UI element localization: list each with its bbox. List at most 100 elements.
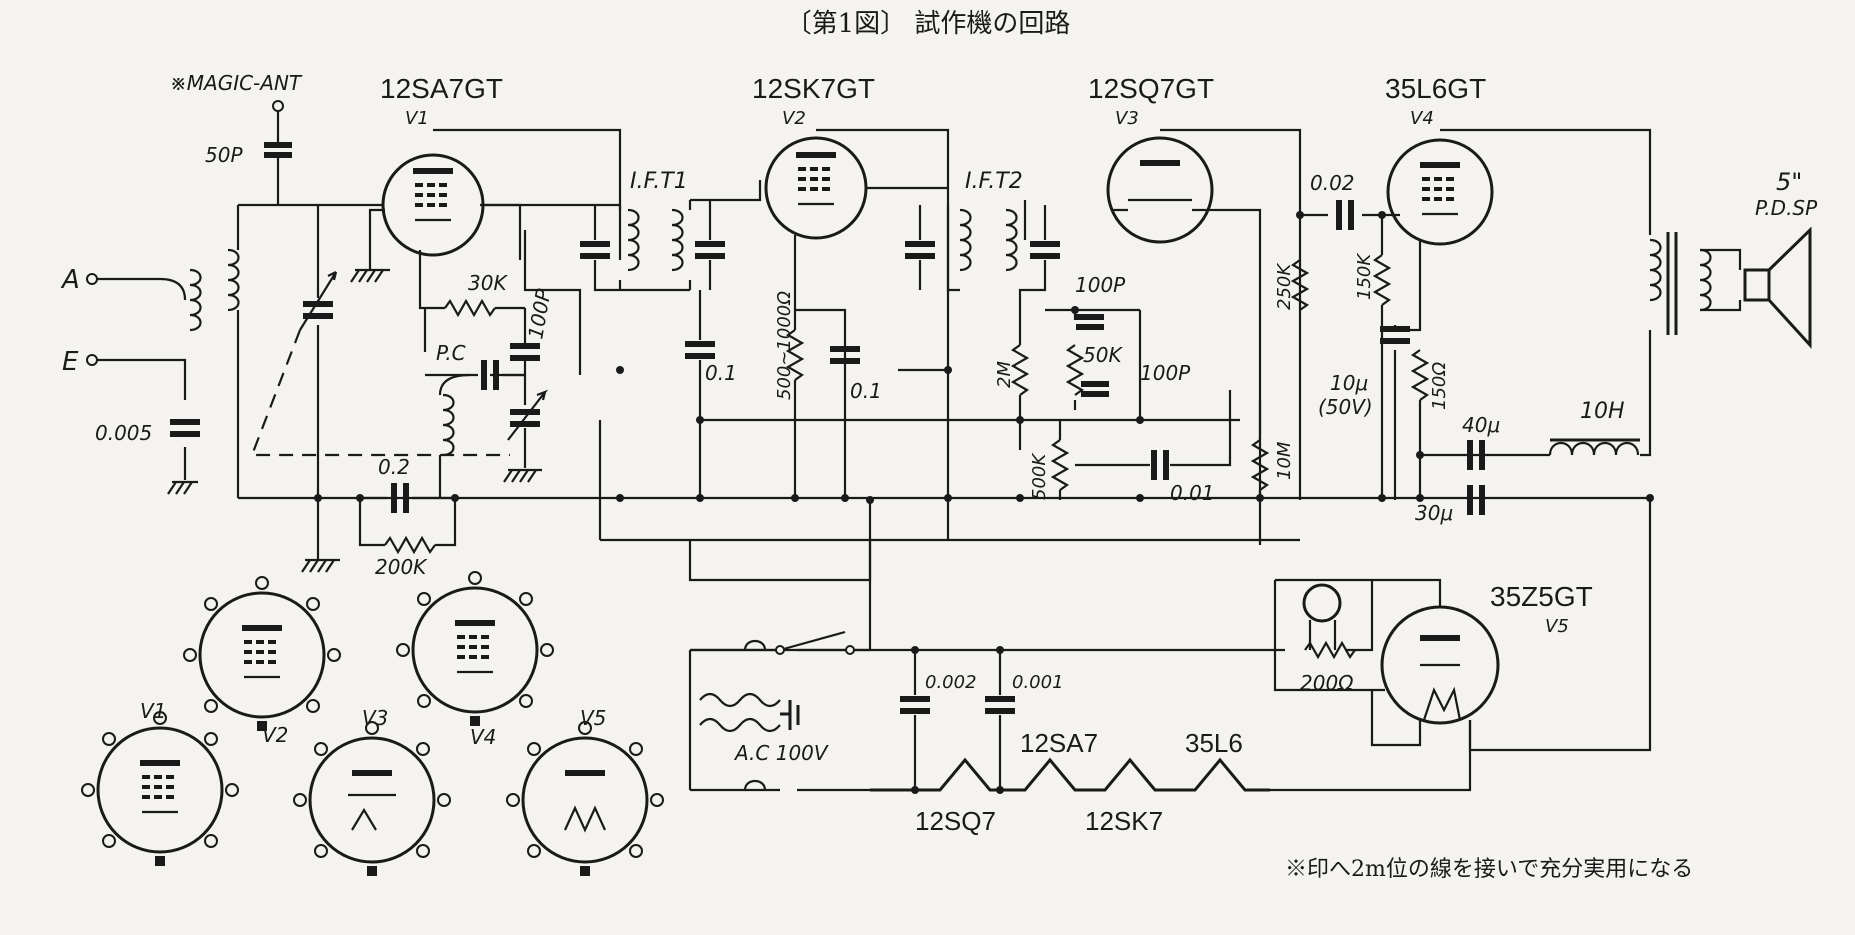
tube-base-diagrams: V1 V2 V3 V4 V5 bbox=[80, 570, 665, 878]
resistor-200ohm-label: 200Ω bbox=[1300, 671, 1354, 695]
output-transformer-primary bbox=[1648, 238, 1662, 302]
ift2-secondary bbox=[1004, 208, 1018, 272]
base-diagram-v1 bbox=[80, 710, 240, 868]
capacitor-0.2-label: 0.2 bbox=[378, 455, 410, 479]
base-label-v4: V4 bbox=[470, 725, 496, 749]
capacitor-100p-osc-label: 100P bbox=[523, 286, 556, 341]
antenna-coil-secondary bbox=[226, 248, 240, 312]
speaker-size-label: 5" bbox=[1776, 168, 1802, 196]
ift2-label: I.F.T2 bbox=[965, 169, 1023, 194]
resistor-150ohm bbox=[1411, 348, 1429, 402]
base-diagram-v2 bbox=[182, 575, 342, 733]
base-label-v2: V2 bbox=[262, 723, 288, 747]
capacitor-0.001-label: 0.001 bbox=[1012, 672, 1064, 693]
speaker-type-label: P.D.SP bbox=[1755, 196, 1818, 220]
tube-v4-ref: V4 bbox=[1410, 108, 1434, 129]
speaker-magnet bbox=[1743, 268, 1771, 302]
volume-control-label: 500K bbox=[1029, 453, 1050, 500]
capacitor-0.1-cathode-label: 0.1 bbox=[850, 379, 882, 403]
resistor-200k-label: 200K bbox=[375, 555, 428, 579]
tube-v2-type: 12SK7GT bbox=[752, 73, 875, 104]
capacitor-0.002 bbox=[900, 696, 930, 714]
tube-v2-12sk7gt: 12SK7GT V2 500~1000Ω 0.1 0.1 bbox=[685, 73, 1240, 498]
resistor-150ohm-label: 150Ω bbox=[1429, 362, 1450, 410]
output-transformer-secondary bbox=[1698, 248, 1712, 312]
resistor-10m-label: 10M bbox=[1274, 441, 1295, 480]
input-e-terminal bbox=[86, 354, 98, 366]
output-section: 5" P.D.SP bbox=[1648, 168, 1818, 349]
capacitor-100p-det-b bbox=[1081, 381, 1109, 397]
capacitor-0.01-label: 0.01 bbox=[1170, 481, 1215, 505]
capacitor-30u bbox=[1467, 485, 1485, 515]
ift2-trimmer-primary bbox=[905, 241, 935, 259]
resistor-cathode-label: 500~1000Ω bbox=[774, 291, 795, 400]
volume-control-500k bbox=[1051, 438, 1069, 492]
base-label-v1: V1 bbox=[140, 699, 166, 723]
ift2-trimmer-secondary bbox=[1030, 241, 1060, 259]
input-a-label: A bbox=[60, 265, 80, 295]
resistor-250k-label: 250K bbox=[1274, 263, 1295, 310]
ift2-primary bbox=[958, 208, 972, 272]
capacitor-0005-label: 0.005 bbox=[95, 421, 152, 445]
capacitor-0.01 bbox=[1151, 450, 1169, 480]
oscillator-coil bbox=[441, 393, 455, 457]
resistor-150k-label: 150K bbox=[1354, 253, 1375, 300]
tube-v1-ref: V1 bbox=[405, 108, 429, 129]
ift2-transformer: I.F.T2 bbox=[898, 169, 1060, 540]
ift1-primary bbox=[626, 208, 640, 272]
heater-label-12sq7: 12SQ7 bbox=[915, 806, 996, 836]
ift1-transformer: I.F.T1 bbox=[580, 169, 762, 292]
capacitor-100p-det-a bbox=[1076, 314, 1104, 330]
power-switch bbox=[779, 630, 846, 652]
capacitor-10u-label: 10μ bbox=[1330, 371, 1368, 395]
capacitor-100p-det-b-label: 100P bbox=[1140, 361, 1191, 385]
footnote: ※印へ2m位の線を接いで充分実用になる bbox=[1285, 857, 1693, 882]
heater-label-35l6: 35L6 bbox=[1185, 728, 1243, 758]
capacitor-100p-osc bbox=[510, 343, 540, 361]
capacitor-0.1-avc-label: 0.1 bbox=[705, 361, 737, 385]
capacitor-0.002-label: 0.002 bbox=[925, 672, 977, 693]
base-label-v5: V5 bbox=[580, 706, 606, 730]
base-diagram-v3 bbox=[292, 720, 452, 878]
heater-string bbox=[870, 757, 1270, 792]
diagram-title: 〔第1図〕 試作機の回路 bbox=[786, 9, 1071, 39]
padder-label: P.C bbox=[436, 341, 466, 365]
choke-label: 10H bbox=[1580, 399, 1625, 424]
speaker-cone bbox=[1767, 226, 1812, 349]
tube-v1-12sa7gt: 12SA7GT V1 30K 100P P.C 0.2 200K bbox=[350, 73, 622, 579]
capacitor-10u-voltage: (50V) bbox=[1318, 395, 1373, 419]
tube-v3-12sq7gt: 12SQ7GT V3 2M 100P 50K 100P 500K 0.01 10… bbox=[994, 73, 1302, 545]
input-e-label: E bbox=[62, 347, 79, 377]
ift1-secondary bbox=[670, 208, 684, 272]
capacitor-30u-label: 30μ bbox=[1415, 501, 1453, 525]
capacitor-0005 bbox=[170, 419, 200, 437]
resistor-50k bbox=[1066, 343, 1084, 397]
antenna-terminal bbox=[272, 100, 284, 112]
resistor-50k-label: 50K bbox=[1083, 343, 1123, 367]
antenna-label: ※MAGIC-ANT bbox=[170, 71, 303, 95]
capacitor-50p-label: 50P bbox=[205, 143, 243, 167]
resistor-30k bbox=[443, 299, 497, 317]
resistor-200k bbox=[383, 536, 437, 554]
ac-input-label: A.C 100V bbox=[733, 741, 829, 765]
capacitor-100p-det-a-label: 100P bbox=[1075, 273, 1126, 297]
tube-v4-type: 35L6GT bbox=[1385, 73, 1486, 104]
pilot-lamp bbox=[1302, 583, 1342, 623]
base-diagram-v5 bbox=[505, 720, 665, 878]
ift1-trimmer-primary bbox=[580, 241, 610, 259]
input-a-terminal bbox=[86, 273, 98, 285]
heater-label-12sk7: 12SK7 bbox=[1085, 806, 1163, 836]
tube-v1-type: 12SA7GT bbox=[380, 73, 503, 104]
capacitor-40u-label: 40μ bbox=[1462, 413, 1500, 437]
base-label-v3: V3 bbox=[362, 706, 388, 730]
antenna-coil-primary bbox=[188, 268, 202, 332]
tube-v3-ref: V3 bbox=[1115, 108, 1139, 129]
resistor-150k bbox=[1373, 253, 1391, 307]
capacitor-0.001 bbox=[985, 696, 1015, 714]
tube-v2-ref: V2 bbox=[782, 108, 806, 129]
bus-wiring bbox=[238, 211, 1654, 650]
ift1-trimmer-secondary bbox=[695, 241, 725, 259]
resistor-2m-label: 2M bbox=[994, 361, 1015, 388]
tube-v5-ref: V5 bbox=[1545, 616, 1569, 637]
